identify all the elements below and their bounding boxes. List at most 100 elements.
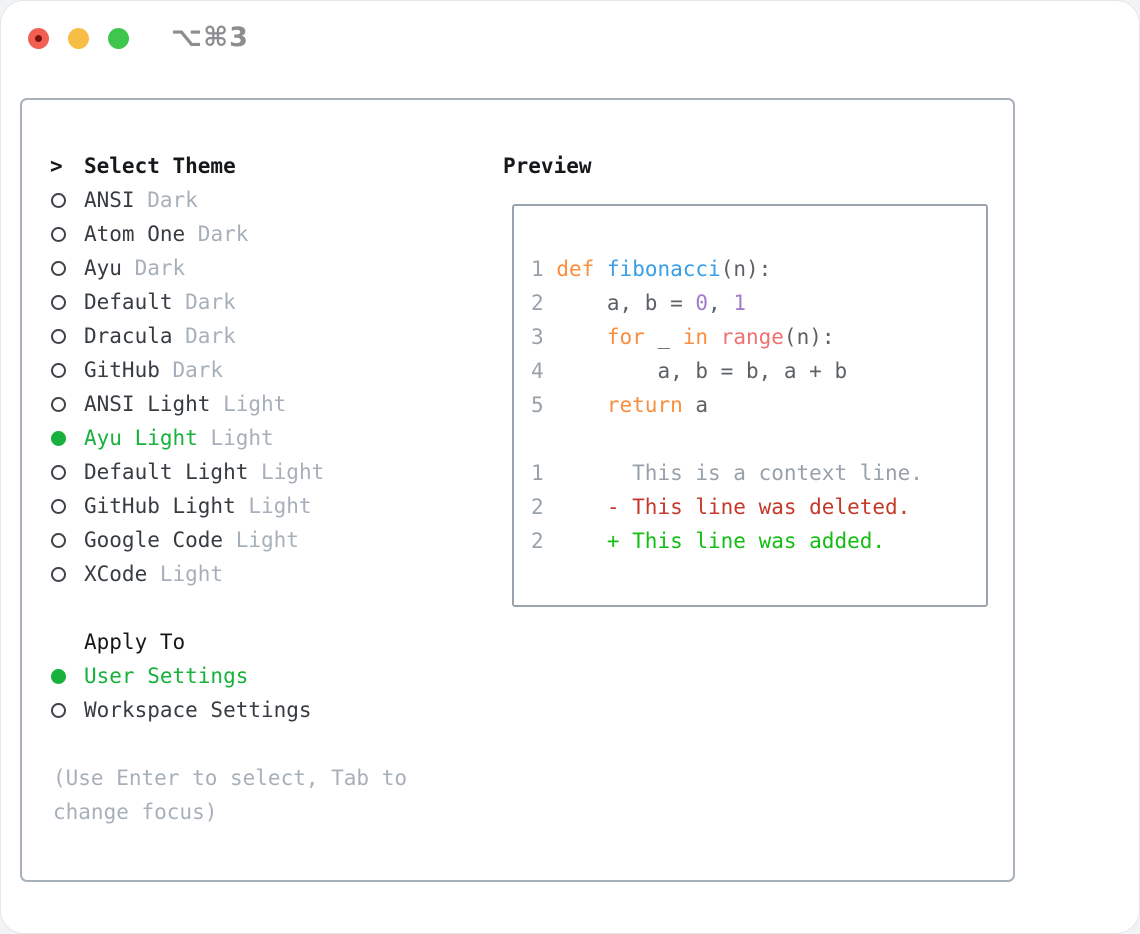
theme-option-ayu-light[interactable]: Ayu Light Light [50,421,500,455]
code-token-num: 2 [531,529,544,553]
theme-variant-badge: Light [223,528,299,552]
preview-title: Preview [503,154,592,178]
theme-option-default-light[interactable]: Default Light Light [50,455,500,489]
code-token-pl [594,257,607,281]
code-token-kw: def [556,257,595,281]
spacer [50,591,500,625]
filled-circle-icon [51,668,66,684]
theme-option-label: GitHub [84,358,160,382]
code-token-del: - This line was deleted. [543,495,911,519]
theme-variant-badge: Light [147,562,224,586]
code-token-num: 1 [531,257,544,281]
code-token-pl: (n): [720,257,772,281]
radio-icon [50,455,84,489]
apply-option-user-settings[interactable]: User Settings [50,659,500,693]
maximize-button[interactable] [108,28,129,49]
close-button[interactable] [28,28,49,49]
radio-icon [50,557,84,591]
code-token-cn: 1 [733,291,746,315]
code-token-pl: _ [644,325,683,349]
circle-outline-icon [51,702,66,718]
code-token-cn: 0 [695,291,709,315]
code-token-fn: fibonacci [606,257,721,281]
code-line: 3 for _ in range(n): [531,320,923,354]
select-theme-title: Select Theme [84,154,236,178]
circle-outline-icon [51,362,66,378]
apply-to-title: Apply To [84,630,186,654]
code-line: 2 + This line was added. [531,524,923,558]
code-token-pl: (n): [783,325,835,349]
code-token-pl: a, b = [543,291,696,315]
circle-outline-icon [51,294,66,310]
code-line: 1 def fibonacci(n): [531,252,923,286]
code-line: 5 return a [531,388,923,422]
circle-outline-icon [51,396,66,412]
radio-icon [50,285,84,319]
code-token-pl: a [682,393,709,417]
code-token-pl [544,393,607,417]
theme-option-label: GitHub Light [84,494,236,518]
code-line: 4 a, b = b, a + b [531,354,923,388]
circle-outline-icon [51,532,66,548]
code-line: 2 a, b = 0, 1 [531,286,923,320]
theme-option-label: Default Light [84,460,249,484]
code-token-ctx: This is a context line. [543,461,923,485]
prompt-arrow-icon: > [50,154,63,178]
theme-option-dracula[interactable]: Dracula Dark [50,319,500,353]
select-theme-header: > Select Theme [50,149,500,183]
radio-icon [50,353,84,387]
apply-to-header: Apply To [50,625,500,659]
circle-outline-icon [51,226,66,242]
spacer [50,727,500,761]
prompt-marker: > [50,149,84,183]
theme-option-github-light[interactable]: GitHub Light Light [50,489,500,523]
theme-variant-badge: Dark [172,290,236,314]
code-token-kw: for [606,325,645,349]
theme-option-github[interactable]: GitHub Dark [50,353,500,387]
radio-icon [50,217,84,251]
theme-option-label: Ayu [84,256,122,280]
apply-option-label: Workspace Settings [84,698,312,722]
code-token-num: 3 [531,325,544,349]
circle-outline-icon [51,498,66,514]
radio-icon [50,319,84,353]
minimize-button[interactable] [68,28,89,49]
code-line: 1 This is a context line. [531,456,923,490]
code-token-sp: range [720,325,784,349]
code-token-pl [544,325,607,349]
code-token-num: 5 [531,393,544,417]
radio-icon [50,251,84,285]
theme-option-atom-one[interactable]: Atom One Dark [50,217,500,251]
code-token-pl [544,257,557,281]
code-line: 2 - This line was deleted. [531,490,923,524]
code-token-num: 4 [531,359,544,383]
radio-icon [50,489,84,523]
code-token-pl: a, b = b, a + b [543,359,848,383]
theme-variant-badge: Dark [172,324,236,348]
theme-option-default[interactable]: Default Dark [50,285,500,319]
apply-option-workspace-settings[interactable]: Workspace Settings [50,693,500,727]
radio-icon [50,183,84,217]
theme-option-google-code[interactable]: Google Code Light [50,523,500,557]
code-token-kw: in [682,325,709,349]
radio-icon [50,387,84,421]
filled-circle-icon [51,430,66,446]
radio-icon [50,523,84,557]
code-line [531,422,923,456]
theme-variant-badge: Dark [185,222,249,246]
theme-option-ayu[interactable]: Ayu Dark [50,251,500,285]
radio-selected-icon [50,421,84,455]
theme-option-ansi-light[interactable]: ANSI Light Light [50,387,500,421]
code-token-pl [708,325,721,349]
radio-icon [50,693,84,727]
code-token-num: 1 [531,461,544,485]
theme-option-ansi[interactable]: ANSI Dark [50,183,500,217]
theme-option-xcode[interactable]: XCode Light [50,557,500,591]
apply-option-label: User Settings [84,664,249,688]
